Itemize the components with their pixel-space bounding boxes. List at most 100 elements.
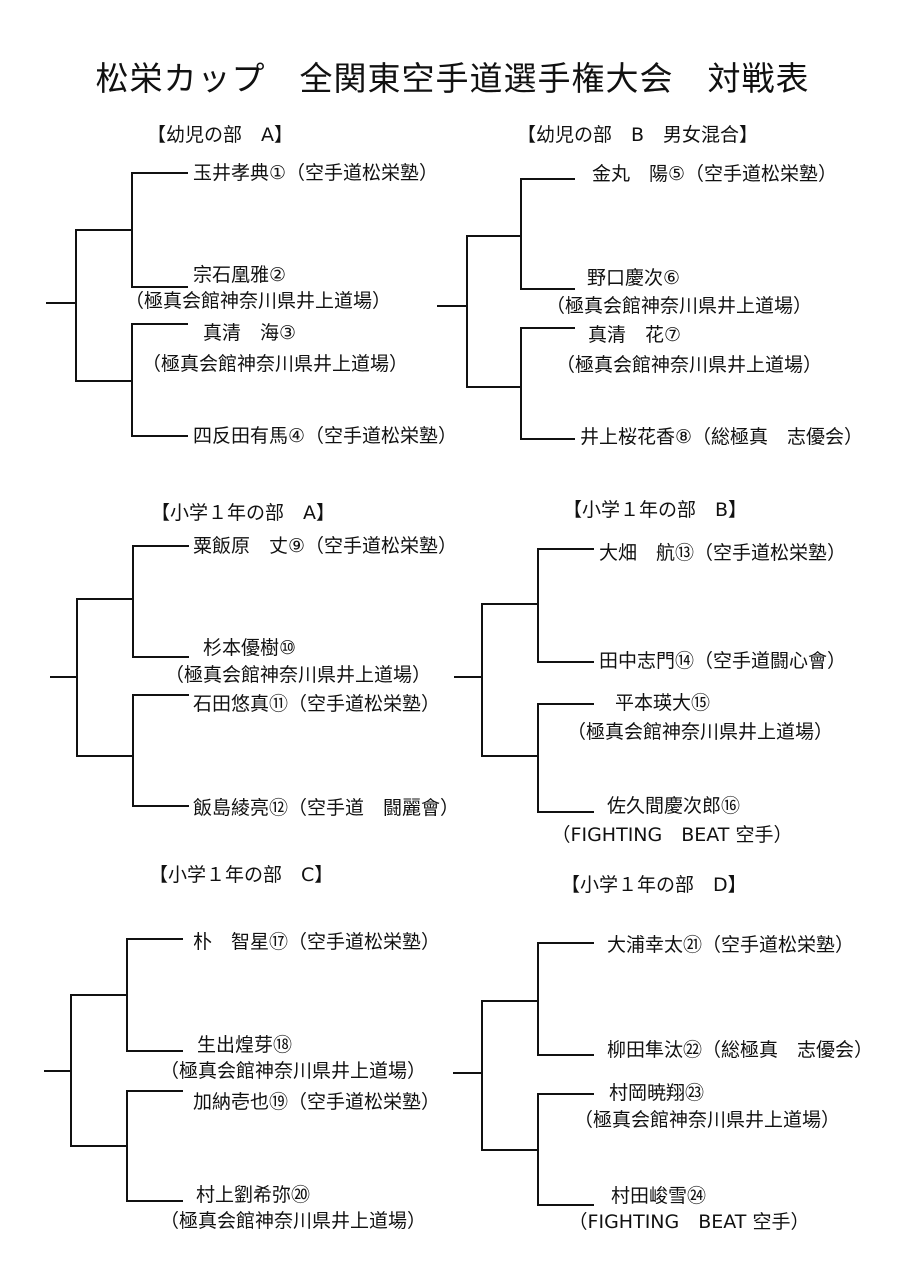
competitor-entry: 生出煌芽⑱ — [197, 1034, 293, 1056]
bracket-line — [537, 1093, 539, 1205]
competitor-entry: 石田悠真⑪（空手道松栄塾） — [193, 693, 441, 715]
bracket-heading: 【小学１年の部 A】 — [151, 502, 335, 524]
competitor-entry: 柳田隼汰㉒（総極真 志優会） — [607, 1039, 874, 1061]
bracket-line — [70, 1145, 127, 1147]
bracket-line — [70, 994, 72, 1146]
competitor-entry: 大畑 航⑬（空手道松栄塾） — [599, 542, 847, 564]
bracket-line — [76, 598, 133, 600]
page-title: 松栄カップ 全関東空手道選手権大会 対戦表 — [95, 59, 810, 98]
bracket-line — [131, 172, 133, 287]
bracket-line — [126, 1090, 128, 1201]
bracket-line — [537, 1093, 594, 1095]
bracket-line — [126, 1200, 183, 1202]
bracket-line — [481, 603, 483, 756]
bracket-line — [131, 435, 188, 437]
competitor-entry: 真清 海③ — [203, 322, 297, 344]
bracket-line — [481, 1000, 483, 1150]
bracket-line — [481, 1149, 538, 1151]
bracket-line — [454, 676, 482, 678]
competitor-entry: 杉本優樹⑩ — [203, 637, 297, 659]
competitor-entry: 村岡暁翔㉓ — [609, 1082, 705, 1104]
competitor-entry: 村田峻雪㉔ — [611, 1185, 707, 1207]
bracket-line — [126, 1050, 183, 1052]
bracket-line — [520, 178, 522, 289]
bracket-line — [131, 323, 188, 325]
competitor-entry: 真清 花⑦ — [588, 324, 682, 346]
bracket-line — [75, 380, 132, 382]
competitor-dojo: （極真会館神奈川県井上道場） — [566, 721, 834, 743]
bracket-line — [537, 811, 594, 813]
bracket-line — [76, 598, 78, 756]
bracket-line — [126, 1090, 183, 1092]
bracket-heading: 【小学１年の部 C】 — [149, 864, 334, 886]
bracket-line — [537, 1054, 594, 1056]
bracket-line — [481, 755, 538, 757]
bracket-line — [132, 545, 134, 657]
bracket-heading: 【幼児の部 B 男女混合】 — [517, 124, 759, 146]
bracket-heading: 【幼児の部 A】 — [147, 124, 293, 146]
competitor-entry: 佐久間慶次郎⑯ — [607, 795, 741, 817]
bracket-line — [537, 1204, 594, 1206]
competitor-entry: 平本瑛大⑮ — [615, 692, 711, 714]
competitor-dojo: （極真会館神奈川県井上道場） — [124, 290, 392, 312]
bracket-line — [520, 438, 575, 440]
competitor-entry: 金丸 陽⑤（空手道松栄塾） — [592, 163, 838, 185]
competitor-entry: 朴 智星⑰（空手道松栄塾） — [193, 931, 441, 953]
bracket-line — [466, 386, 521, 388]
competitor-entry: 宗石凰雅② — [193, 264, 287, 286]
bracket-line — [537, 661, 594, 663]
bracket-line — [76, 755, 133, 757]
bracket-line — [453, 1072, 482, 1074]
bracket-line — [44, 1070, 71, 1072]
competitor-dojo: （極真会館神奈川県井上道場） — [159, 1210, 427, 1232]
bracket-line — [537, 548, 539, 662]
bracket-line — [520, 178, 575, 180]
competitor-entry: 玉井孝典①（空手道松栄塾） — [193, 162, 439, 184]
bracket-line — [520, 327, 522, 439]
bracket-line — [132, 694, 134, 806]
bracket-line — [537, 703, 539, 812]
bracket-line — [70, 994, 127, 996]
competitor-entry: 四反田有馬④（空手道松栄塾） — [193, 425, 458, 447]
bracket-line — [481, 1000, 538, 1002]
competitor-dojo: （極真会館神奈川県井上道場） — [545, 295, 813, 317]
bracket-line — [520, 288, 575, 290]
competitor-dojo: （極真会館神奈川県井上道場） — [164, 664, 432, 686]
competitor-entry: 村上劉希弥⑳ — [196, 1184, 311, 1206]
bracket-line — [437, 305, 467, 307]
competitor-entry: 飯島綾亮⑫（空手道 闘麗會） — [193, 797, 460, 819]
competitor-entry: 田中志門⑭（空手道闘心會） — [599, 650, 847, 672]
bracket-line — [537, 942, 594, 944]
competitor-dojo: （極真会館神奈川県井上道場） — [159, 1060, 427, 1082]
competitor-entry: 大浦幸太㉑（空手道松栄塾） — [607, 934, 855, 956]
competitor-entry: 野口慶次⑥ — [587, 267, 681, 289]
bracket-heading: 【小学１年の部 B】 — [563, 499, 748, 521]
competitor-entry: 井上桜花香⑧（総極真 志優会） — [580, 426, 864, 448]
bracket-line — [537, 942, 539, 1055]
bracket-line — [132, 694, 189, 696]
bracket-line — [131, 323, 133, 436]
bracket-line — [50, 676, 77, 678]
competitor-dojo: （極真会館神奈川県井上道場） — [141, 353, 409, 375]
bracket-line — [466, 235, 521, 237]
bracket-line — [126, 938, 183, 940]
bracket-line — [537, 703, 594, 705]
bracket-line — [132, 805, 189, 807]
competitor-entry: 粟飯原 丈⑨（空手道松栄塾） — [193, 535, 458, 557]
bracket-line — [466, 235, 468, 387]
competitor-dojo: （極真会館神奈川県井上道場） — [573, 1109, 841, 1131]
bracket-line — [131, 172, 188, 174]
competitor-dojo: （FIGHTING BEAT 空手） — [568, 1211, 810, 1233]
bracket-line — [75, 229, 77, 381]
bracket-line — [132, 545, 189, 547]
bracket-line — [132, 656, 189, 658]
bracket-line — [520, 327, 575, 329]
competitor-entry: 加納壱也⑲（空手道松栄塾） — [193, 1091, 441, 1113]
competitor-dojo: （極真会館神奈川県井上道場） — [555, 354, 823, 376]
bracket-line — [481, 603, 538, 605]
bracket-heading: 【小学１年の部 D】 — [561, 874, 747, 896]
bracket-line — [131, 286, 188, 288]
competitor-dojo: （FIGHTING BEAT 空手） — [551, 824, 793, 846]
bracket-line — [75, 229, 132, 231]
bracket-line — [46, 302, 76, 304]
